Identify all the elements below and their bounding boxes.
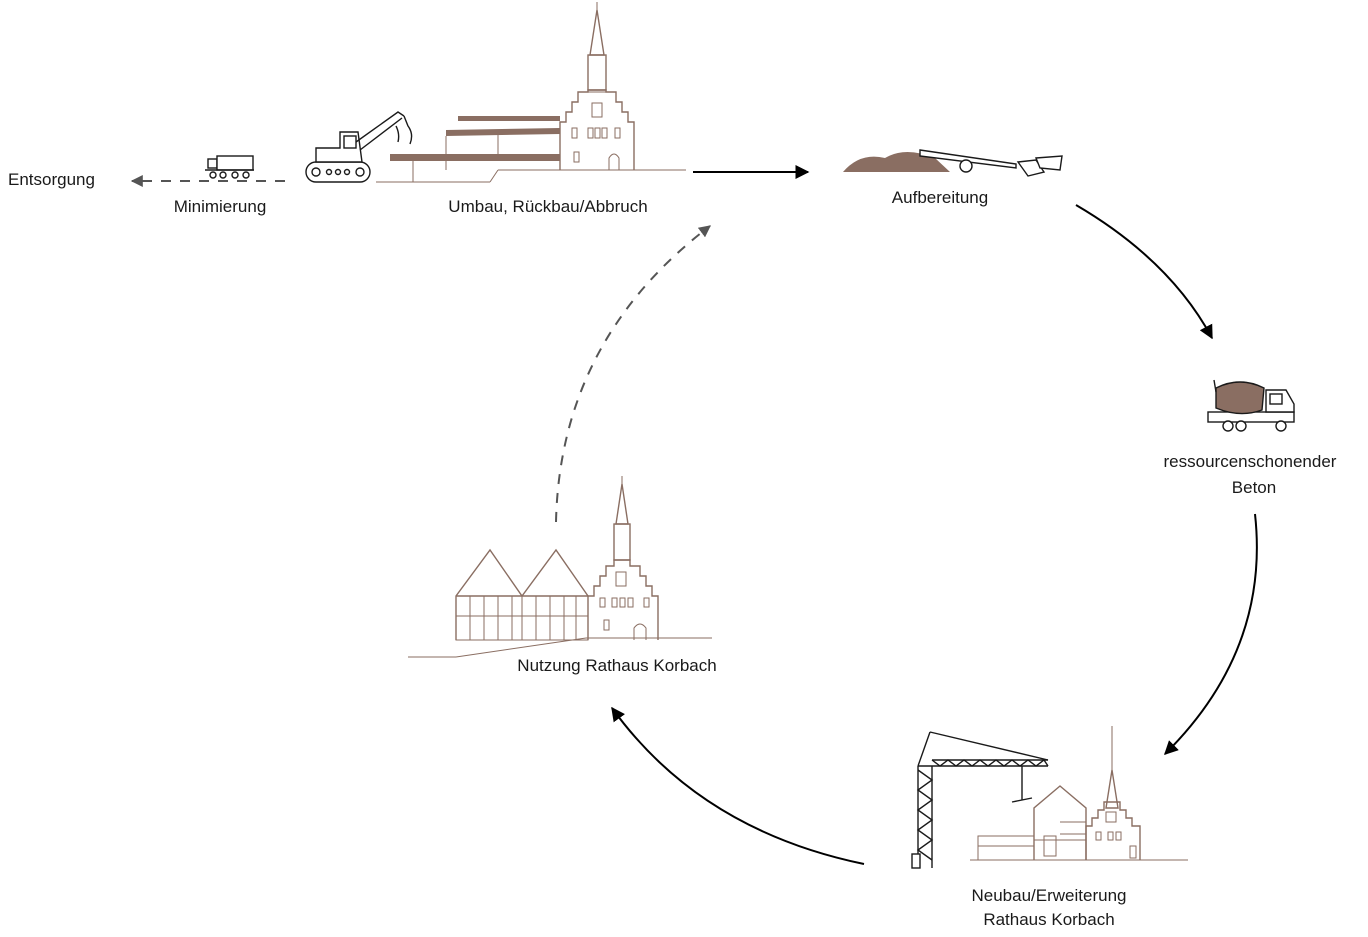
arrow-nutzung-to-umbau-dashed [555, 225, 711, 523]
crane-construction-icon [911, 726, 1188, 869]
arrow-neubau-to-nutzung [611, 706, 865, 865]
label-beton-line1: ressourcenschonender [1164, 452, 1337, 471]
concrete-mixer-icon [1207, 379, 1295, 432]
label-minimierung: Minimierung [174, 197, 267, 216]
crusher-icon [843, 149, 1063, 177]
label-neubau-line1: Neubau/Erweiterung [972, 886, 1127, 905]
excavator-icon [305, 111, 413, 183]
label-neubau-line2: Rathaus Korbach [983, 910, 1114, 929]
label-beton-line2: Beton [1232, 478, 1276, 497]
town-hall-demolition-icon [376, 2, 686, 183]
truck-icon [205, 155, 254, 179]
arrow-aufbereitung-to-beton [1075, 204, 1213, 340]
label-entsorgung: Entsorgung [8, 170, 95, 189]
flow-arrows [130, 165, 1258, 865]
label-aufbereitung: Aufbereitung [892, 188, 988, 207]
label-nutzung: Nutzung Rathaus Korbach [517, 656, 716, 675]
arrow-beton-to-neubau [1164, 513, 1258, 755]
label-umbau: Umbau, Rückbau/Abbruch [448, 197, 647, 216]
town-hall-icon [408, 476, 712, 658]
